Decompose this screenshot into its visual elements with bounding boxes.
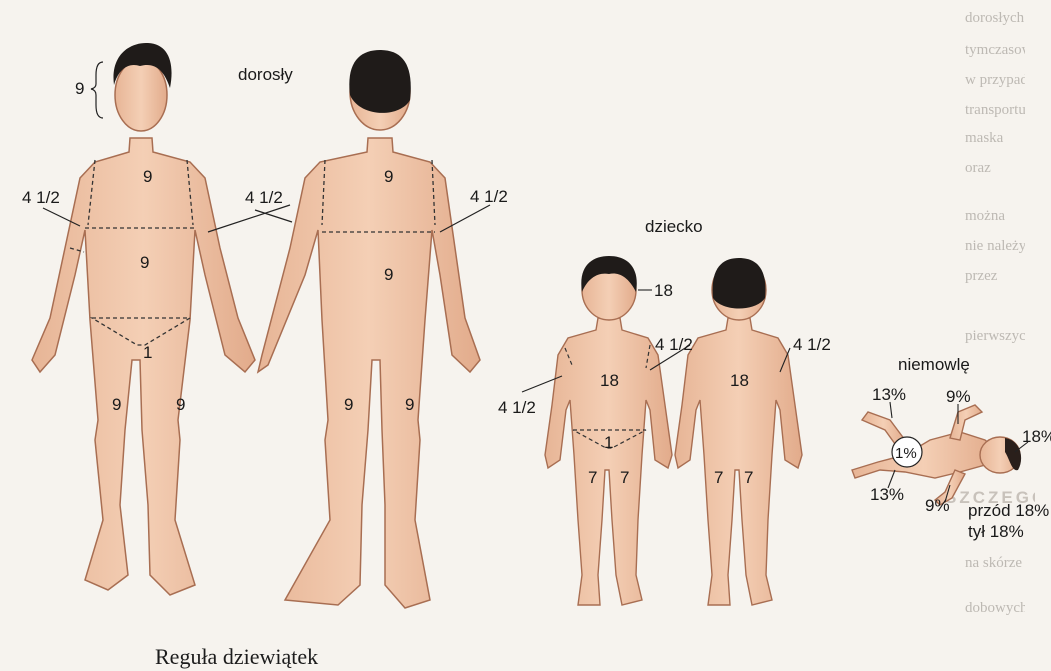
adult-front-chest-value: 9 [143, 167, 152, 186]
label-child: dziecko [645, 217, 703, 236]
label-adult: dorosły [238, 65, 293, 84]
adult-front-arm-left-value: 4 1/2 [22, 188, 60, 207]
label-infant: niemowlę [898, 355, 970, 374]
adult-front-figure [32, 59, 255, 595]
child-back-leg-left-value: 7 [714, 468, 723, 487]
adult-back-upper-value: 9 [384, 167, 393, 186]
adult-back-hair [349, 50, 410, 113]
adult-front-arm-right-value: 4 1/2 [245, 188, 283, 207]
adult-front-head-value: 9 [75, 79, 84, 98]
adult-front-abdomen-value: 9 [140, 253, 149, 272]
adult-back-figure [258, 54, 480, 608]
child-front-leg-left-value: 7 [588, 468, 597, 487]
infant-upper-leg-value: 13% [872, 385, 906, 404]
infant-back-value: tył 18% [968, 522, 1024, 541]
adult-front-genitals-value: 1 [143, 343, 152, 362]
child-back-leg-right-value: 7 [744, 468, 753, 487]
child-front-head-value: 18 [654, 281, 673, 300]
infant-head-value: 18% [1022, 427, 1051, 446]
child-back-trunk-value: 18 [730, 371, 749, 390]
adult-back-lower-value: 9 [384, 265, 393, 284]
adult-back-leg-left-value: 9 [344, 395, 353, 414]
adult-front-leg-left-value: 9 [112, 395, 121, 414]
child-front-trunk-value: 18 [600, 371, 619, 390]
infant-front-value: przód 18% [968, 501, 1049, 520]
child-front-arm-right-value: 4 1/2 [655, 335, 693, 354]
adult-front-leg-right-value: 9 [176, 395, 185, 414]
infant-arm-value: 9% [946, 387, 971, 406]
infant-lower-arm-value: 9% [925, 496, 950, 515]
adult-back-leg-right-value: 9 [405, 395, 414, 414]
child-back-figure [675, 260, 802, 605]
infant-genitals-value: 1% [895, 445, 917, 462]
child-front-leg-right-value: 7 [620, 468, 629, 487]
child-back-hair [713, 258, 766, 309]
adult-back-arm-right-value: 4 1/2 [470, 187, 508, 206]
infant-lower-leg-value: 13% [870, 485, 904, 504]
child-back-arm-right-value: 4 1/2 [793, 335, 831, 354]
child-front-genitals-value: 1 [604, 433, 613, 452]
child-front-arm-left-value: 4 1/2 [498, 398, 536, 417]
figure-caption: Reguła dziewiątek [155, 644, 318, 670]
